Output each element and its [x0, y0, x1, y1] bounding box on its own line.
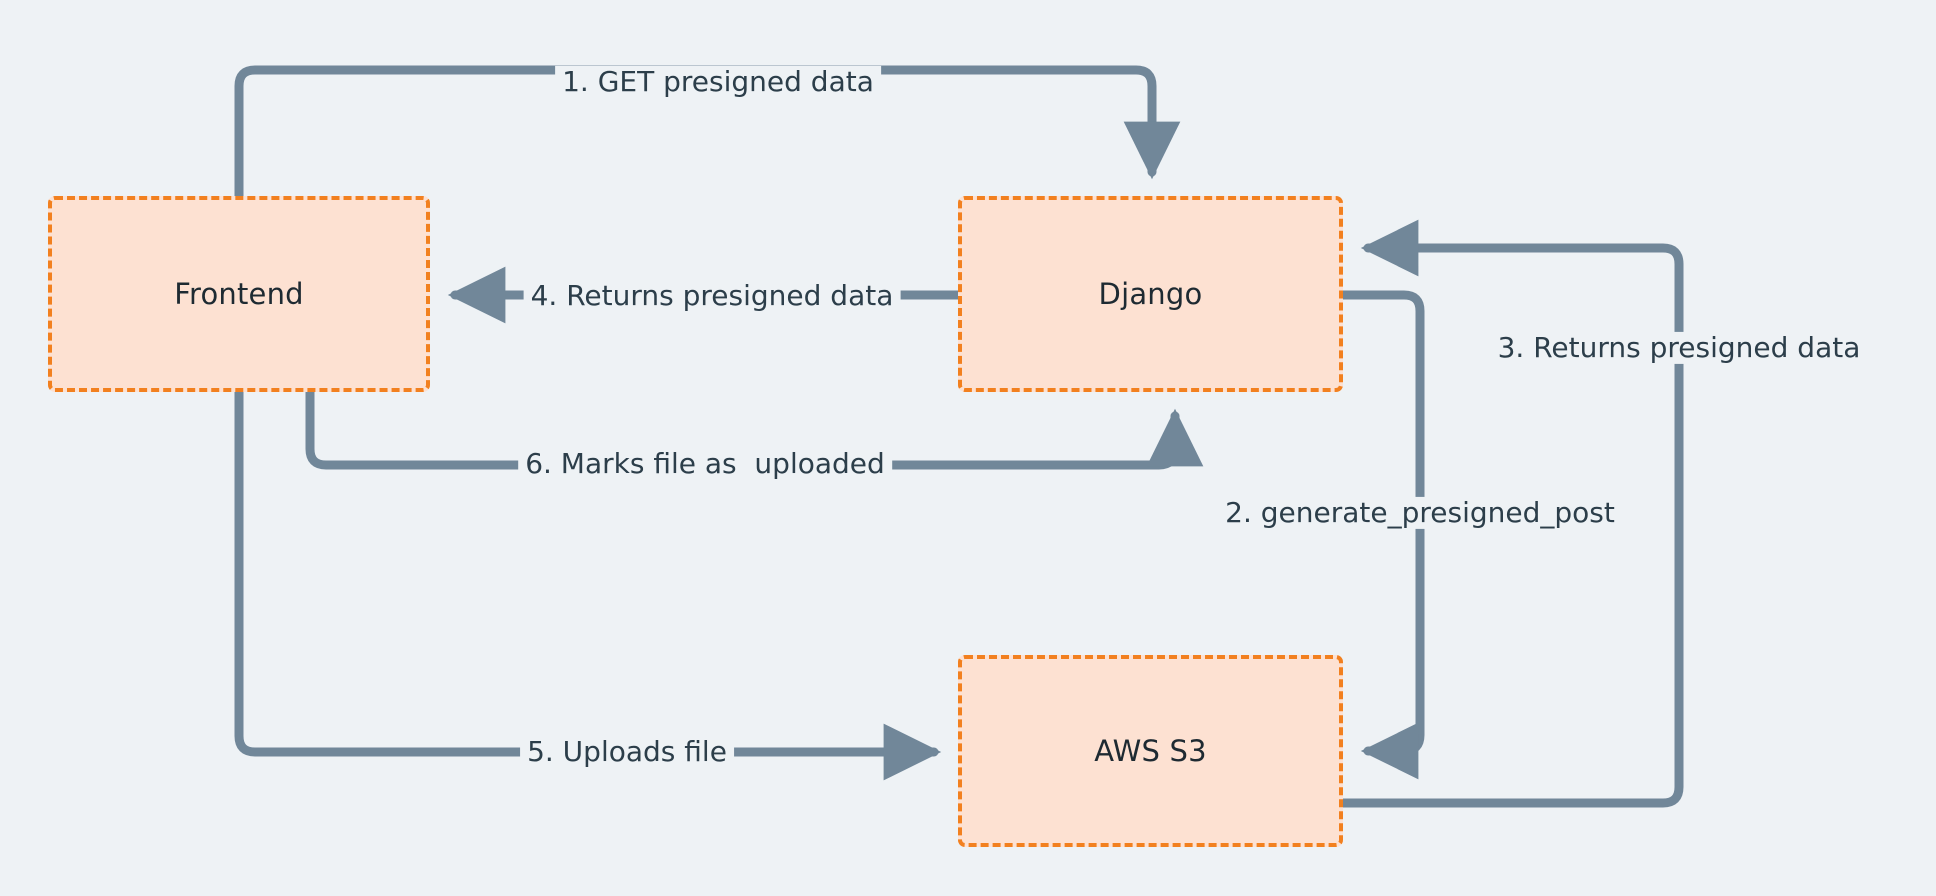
node-aws-s3[interactable]: AWS S3	[958, 655, 1343, 847]
edge-label-2: 2. generate_presigned_post	[1218, 496, 1622, 530]
edge-label-1: 1. GET presigned data	[555, 65, 881, 99]
node-aws-s3-label: AWS S3	[1094, 734, 1207, 768]
node-frontend[interactable]: Frontend	[48, 196, 430, 392]
edge-label-5: 5. Uploads file	[520, 735, 734, 769]
edge-path-5	[234, 387, 942, 781]
edge-path-3	[1338, 219, 1684, 808]
edge-label-6: 6. Marks file as uploaded	[518, 447, 892, 481]
edge-label-4: 4. Returns presigned data	[523, 279, 901, 313]
node-django-label: Django	[1098, 277, 1203, 311]
node-django[interactable]: Django	[958, 196, 1343, 392]
edge-label-3: 3. Returns presigned data	[1490, 331, 1868, 365]
node-frontend-label: Frontend	[174, 277, 304, 311]
